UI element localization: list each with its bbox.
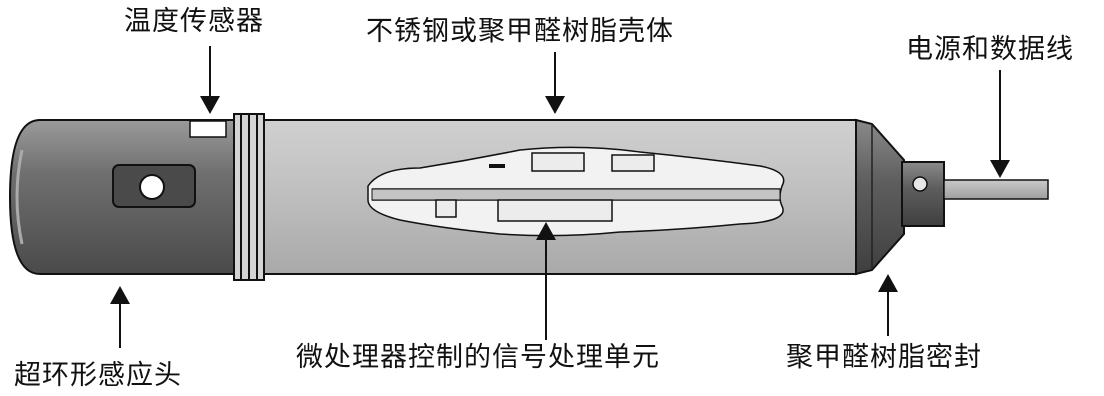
sensor-hole <box>139 174 165 200</box>
circuit-board <box>371 188 781 201</box>
label-seal: 聚甲醛树脂密封 <box>786 342 982 373</box>
label-shell: 不锈钢或聚甲醛树脂壳体 <box>366 16 674 47</box>
component-small <box>489 164 505 168</box>
chip-bottom-1 <box>435 199 457 218</box>
arrow-ultrasonic-head <box>110 286 130 348</box>
ribbed-ring <box>233 113 265 281</box>
chip-bottom-2 <box>497 199 613 222</box>
label-ultrasonic-head: 超环形感应头 <box>14 360 182 391</box>
cable-connector <box>901 161 945 227</box>
chip-top-2 <box>611 154 655 172</box>
power-data-cable <box>943 179 1049 200</box>
chip-top-1 <box>531 152 585 172</box>
label-temperature-sensor: 温度传感器 <box>124 6 264 37</box>
temperature-sensor-chip <box>189 120 227 138</box>
label-power-data-line: 电源和数据线 <box>906 34 1074 65</box>
end-cap-seal <box>855 118 905 276</box>
arrow-signal-unit <box>536 222 556 340</box>
arrow-power-line <box>990 70 1010 178</box>
circuit-cutaway <box>367 146 785 237</box>
arrow-shell <box>545 52 565 114</box>
ultrasonic-head <box>8 119 238 275</box>
arrow-temperature-sensor <box>200 46 220 114</box>
label-signal-unit: 微处理器控制的信号处理单元 <box>296 342 660 373</box>
arrow-seal <box>878 274 898 336</box>
